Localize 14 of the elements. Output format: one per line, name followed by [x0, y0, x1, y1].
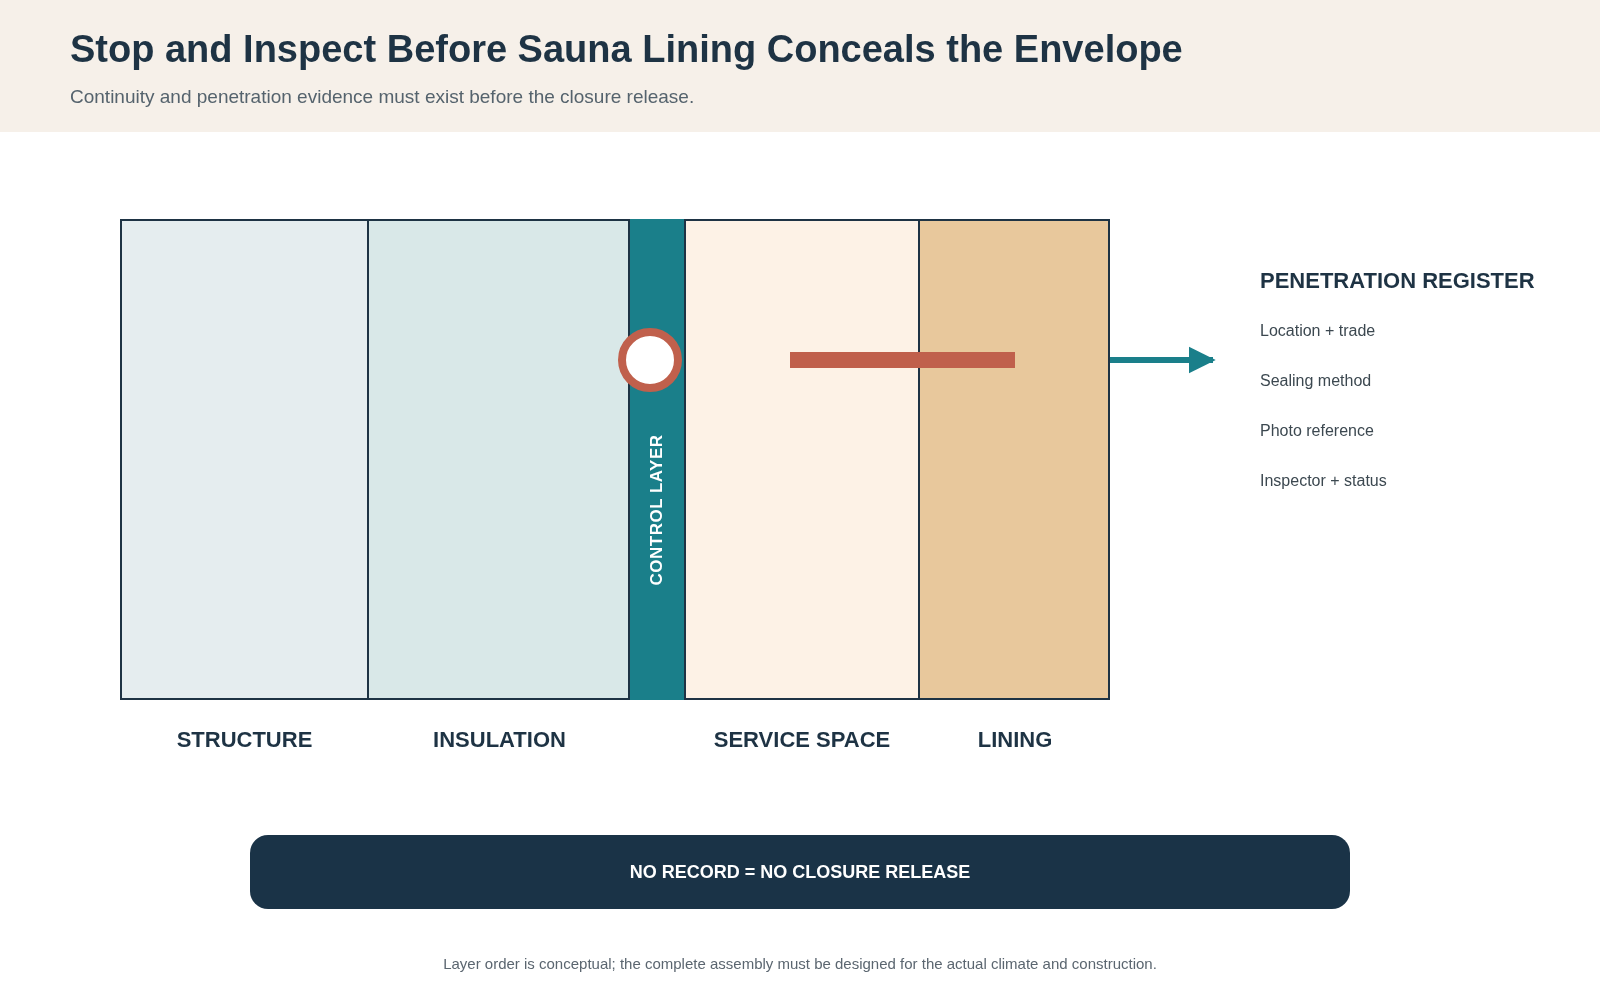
layer-label: CONTROL LAYER	[647, 434, 667, 586]
register-item: Sealing method	[1260, 372, 1372, 389]
arrow	[1110, 346, 1216, 374]
register-item: Inspector + status	[1260, 472, 1387, 489]
register-item: Photo reference	[1260, 422, 1374, 439]
layer-label: STRUCTURE	[175, 727, 314, 753]
register-item: Location + trade	[1260, 322, 1376, 339]
layer-label: SERVICE SPACE	[712, 727, 892, 753]
register-heading: PENETRATION REGISTER	[1260, 268, 1536, 294]
footnote: Layer order is conceptual; the complete assembly must be designed for the actual climate and construction.	[443, 955, 1157, 972]
subtitle: Continuity and penetration evidence must exist before the closure release.	[70, 86, 695, 108]
layer-label: INSULATION	[432, 727, 567, 753]
warning-banner: NO RECORD = NO CLOSURE RELEASE	[250, 835, 1350, 909]
title: Stop and Inspect Before Sauna Lining Conceals the Envelope	[70, 28, 1183, 71]
